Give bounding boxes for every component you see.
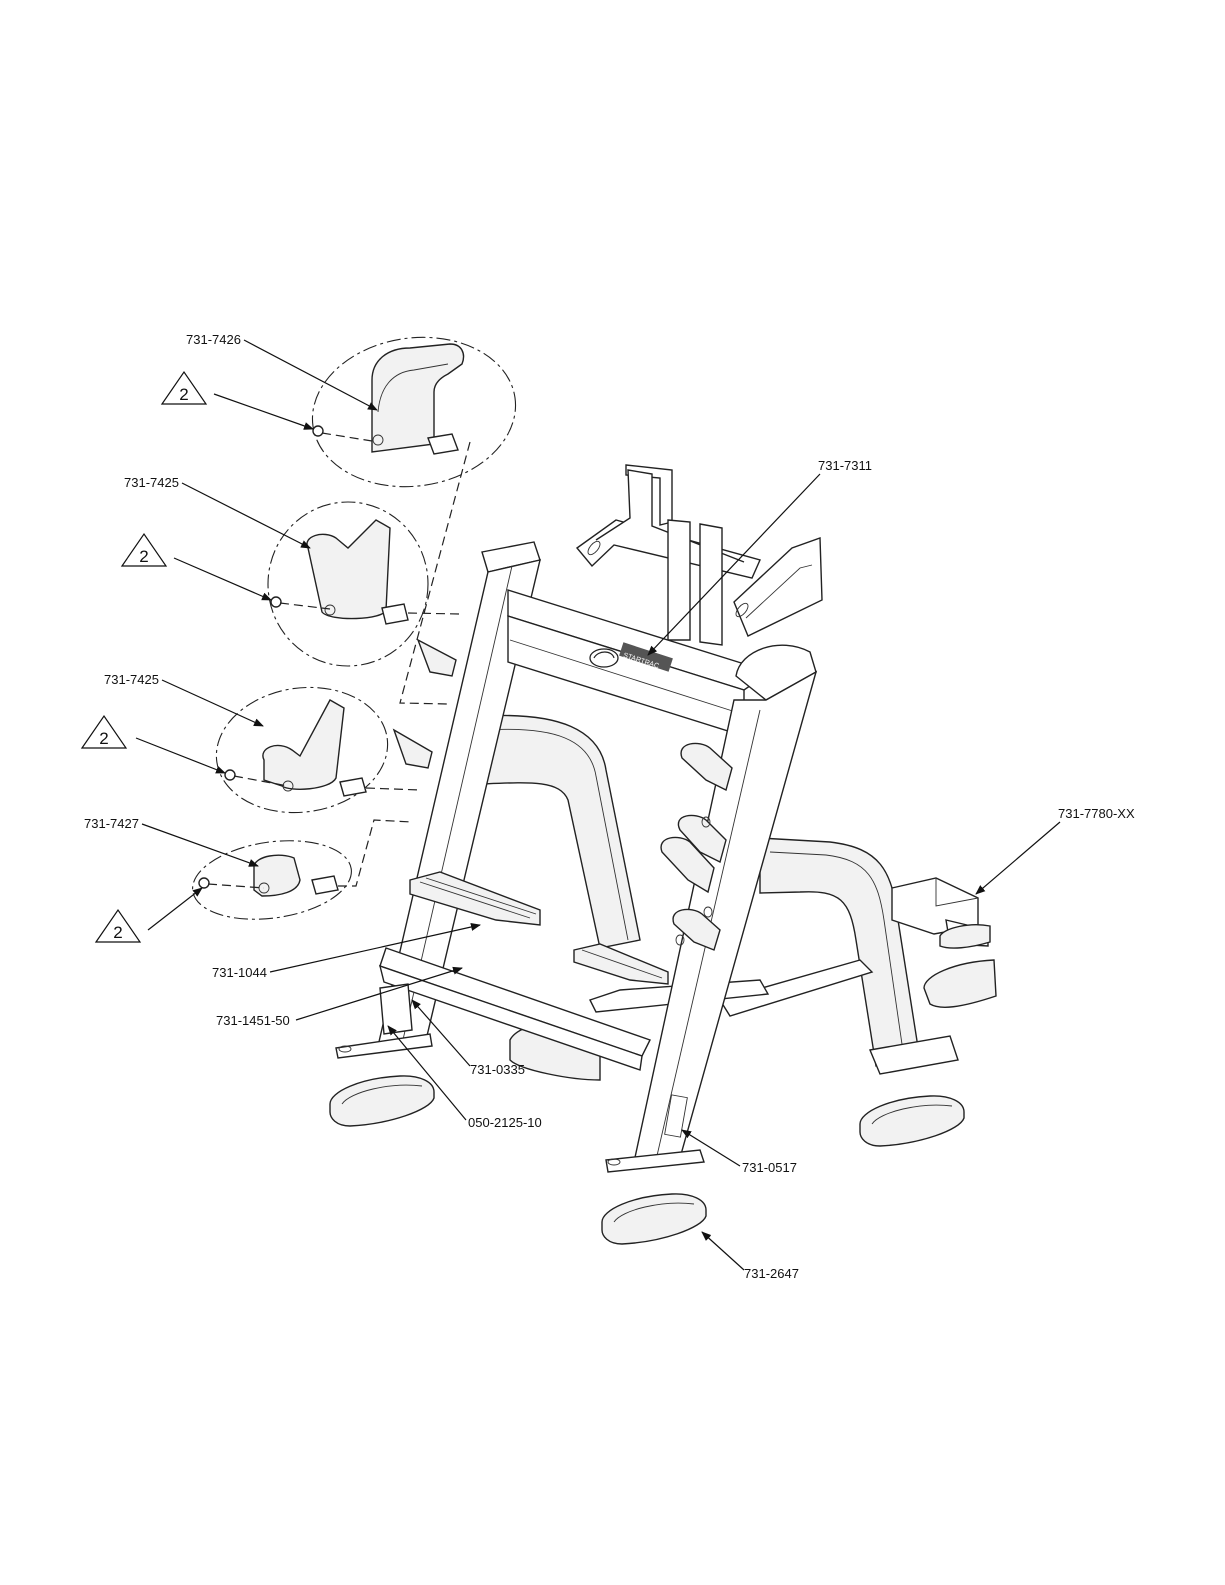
torque-note-4: 2 — [96, 888, 202, 942]
torque-note-3-number: 2 — [99, 729, 108, 748]
callout-label: 731-7311 — [818, 458, 872, 473]
callout-731-7426: 731-7426 — [186, 332, 377, 410]
callout-label: 731-0517 — [742, 1160, 797, 1175]
torque-note-2: 2 — [122, 534, 271, 600]
callout-731-7427: 731-7427 — [84, 816, 258, 866]
callout-label: 731-7780-XX — [1058, 806, 1135, 821]
callout-label: 731-7425 — [104, 672, 159, 687]
callout-label: 050-2125-10 — [468, 1115, 542, 1130]
callout-label: 731-1451-50 — [216, 1013, 290, 1028]
detail-ellipse-4 — [187, 831, 356, 929]
torque-note-1: 2 — [162, 372, 313, 429]
torque-note-4-number: 2 — [113, 923, 122, 942]
callout-label: 731-7427 — [84, 816, 139, 831]
callout-label: 731-1044 — [212, 965, 267, 980]
callout-label: 731-2647 — [744, 1266, 799, 1281]
callout-731-7780-XX: 731-7780-XX — [976, 806, 1135, 894]
detail-ellipse-2 — [268, 502, 428, 666]
torque-note-1-number: 2 — [179, 385, 188, 404]
detail-ellipse-3 — [208, 677, 396, 824]
torque-note-3: 2 — [82, 716, 225, 773]
callout-731-2647: 731-2647 — [702, 1232, 799, 1281]
callout-label: 731-7426 — [186, 332, 241, 347]
callout-label: 731-0335 — [470, 1062, 525, 1077]
callout-731-7425-lower: 731-7425 — [104, 672, 263, 726]
torque-note-2-number: 2 — [139, 547, 148, 566]
callout-label: 731-7425 — [124, 475, 179, 490]
detail-ellipse-1 — [303, 325, 526, 500]
